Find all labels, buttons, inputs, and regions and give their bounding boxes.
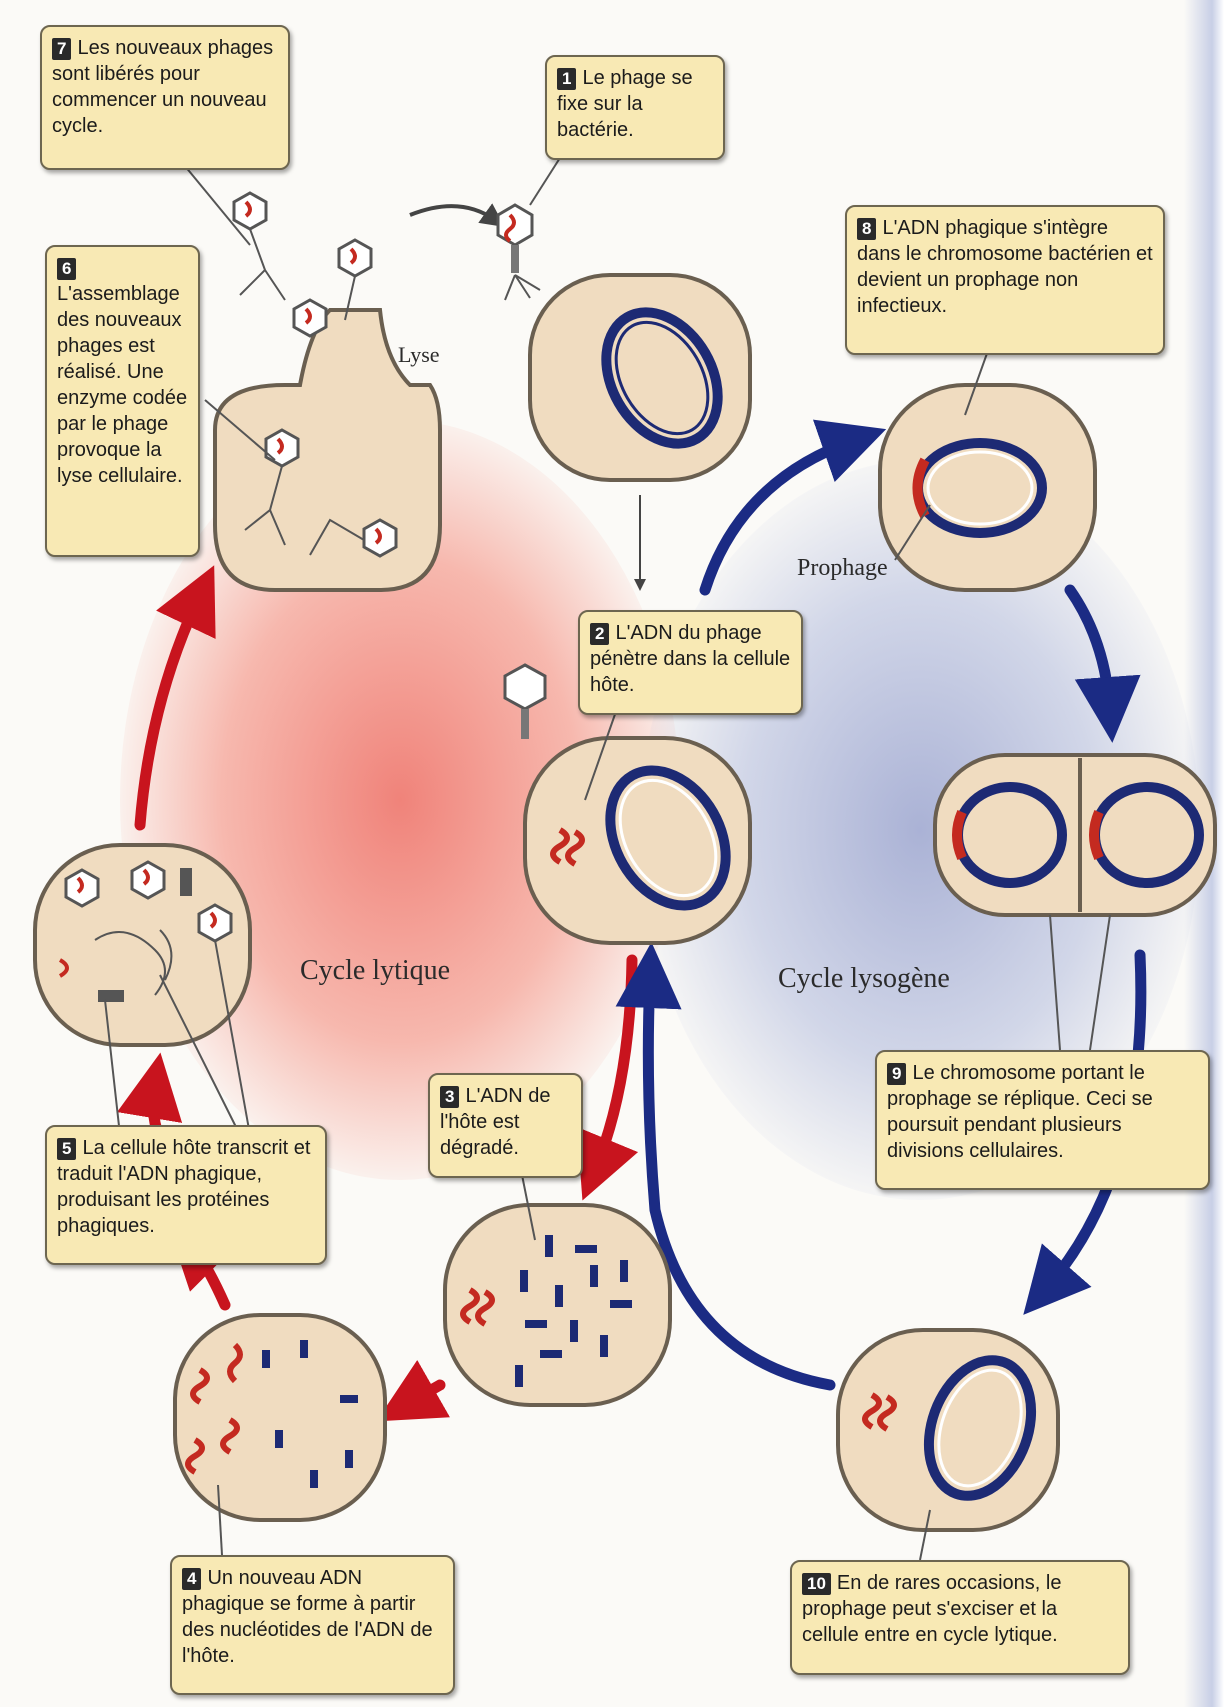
step-2-number: 2 bbox=[590, 623, 609, 645]
cell-synthesis bbox=[175, 1315, 385, 1520]
step-2-text: L'ADN du phage pénètre dans la cellule h… bbox=[590, 622, 790, 696]
lysogenic-cycle-label: Cycle lysogène bbox=[778, 963, 950, 995]
attach-arrow bbox=[410, 206, 495, 220]
step-6-text: L'assemblage des nouveaux phages est réa… bbox=[57, 283, 187, 487]
cell-degradation bbox=[445, 1205, 670, 1405]
cell-lysis bbox=[215, 193, 440, 590]
lytic-cycle-label: Cycle lytique bbox=[300, 955, 450, 987]
step-8-text: L'ADN phagique s'intègre dans le chromos… bbox=[857, 217, 1153, 317]
step-9-text: Le chromosome portant le prophage se rép… bbox=[887, 1062, 1153, 1162]
cell-division bbox=[935, 755, 1215, 915]
prophage-label: Prophage bbox=[797, 555, 888, 582]
step-8-number: 8 bbox=[857, 218, 876, 240]
cell-expression bbox=[35, 845, 250, 1045]
step-5-number: 5 bbox=[57, 1138, 76, 1160]
step-9-number: 9 bbox=[887, 1063, 906, 1085]
cell-integration bbox=[880, 385, 1095, 590]
step-6-callout: 6L'assemblage des nouveaux phages est ré… bbox=[45, 245, 200, 557]
step-7-number: 7 bbox=[52, 38, 71, 60]
step-4-text: Un nouveau ADN phagique se forme à parti… bbox=[182, 1567, 433, 1667]
step-3-number: 3 bbox=[440, 1086, 459, 1108]
step-6-number: 6 bbox=[57, 258, 76, 280]
step-1-text: Le phage se fixe sur la bactérie. bbox=[557, 67, 693, 141]
cell-excision bbox=[838, 1330, 1058, 1530]
step-5-text: La cellule hôte transcrit et traduit l'A… bbox=[57, 1137, 310, 1237]
step-10-text: En de rares occasions, le prophage peut … bbox=[802, 1572, 1061, 1646]
lysis-label: Lyse bbox=[398, 342, 440, 368]
cell-attachment bbox=[498, 205, 750, 480]
step-7-text: Les nouveaux phages sont libérés pour co… bbox=[52, 37, 273, 137]
step-10-number: 10 bbox=[802, 1573, 831, 1595]
step-4-number: 4 bbox=[182, 1568, 201, 1590]
step-1-number: 1 bbox=[557, 68, 576, 90]
